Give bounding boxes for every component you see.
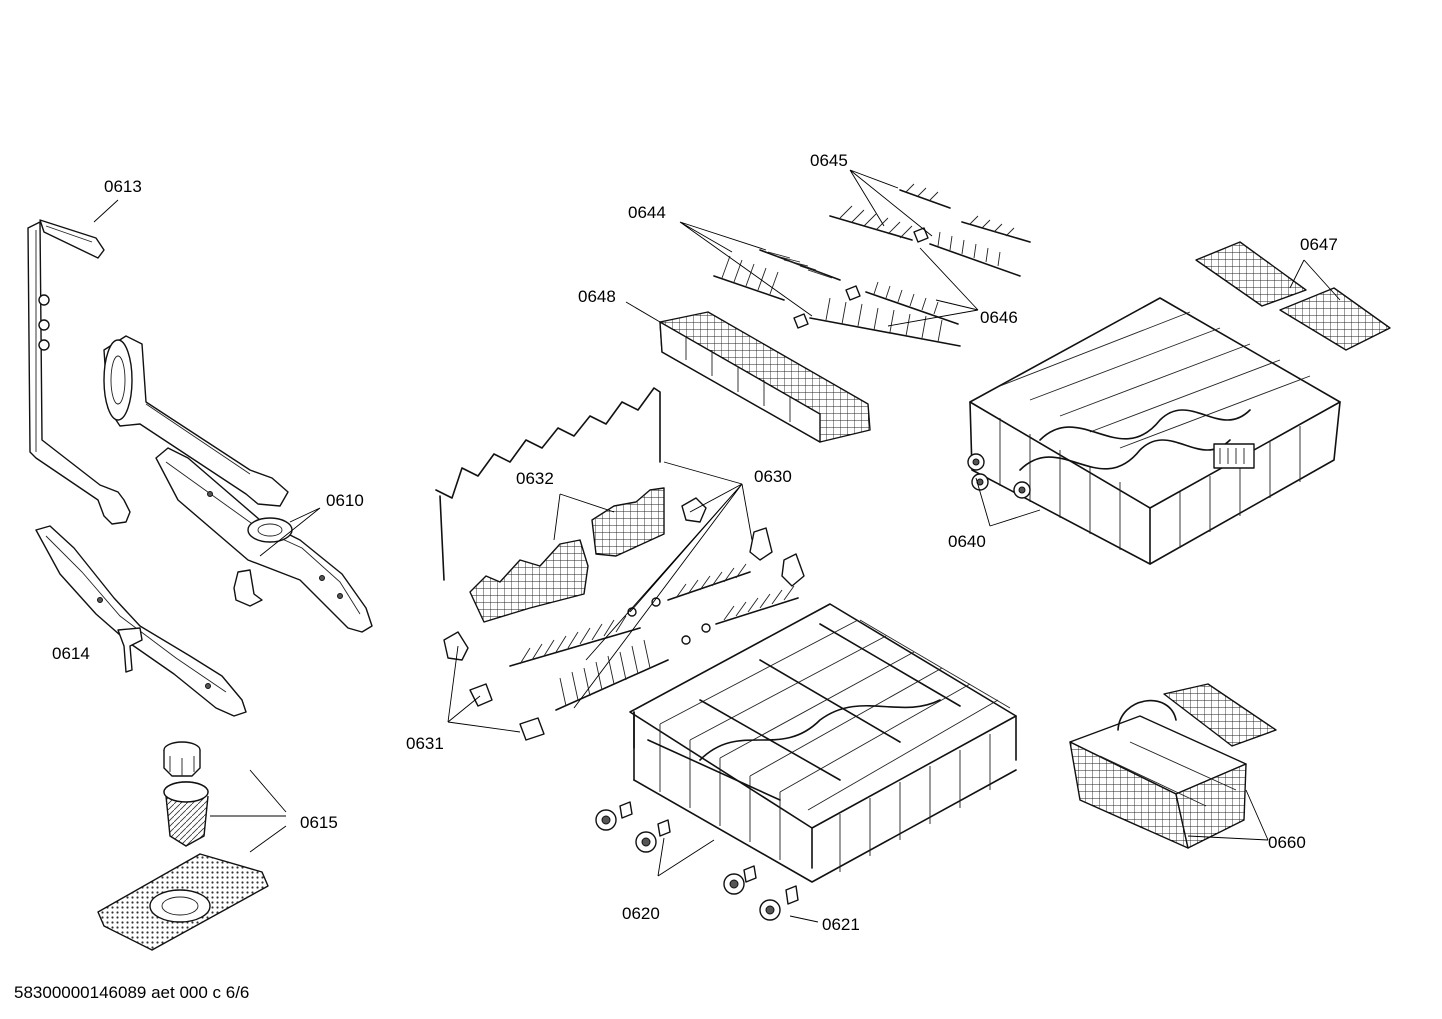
label-0640: 0640 [948, 532, 986, 551]
spray-arm-tube [103, 335, 289, 507]
cup-holder-0632 [469, 487, 665, 623]
label-0646: 0646 [980, 308, 1018, 327]
label-0613: 0613 [104, 177, 142, 196]
wheels-0620 [595, 801, 757, 895]
label-0644: 0644 [628, 203, 666, 222]
shelves-0647 [1195, 241, 1391, 351]
supply-tube-0613 [27, 219, 131, 525]
label-0632: 0632 [516, 469, 554, 488]
label-0620: 0620 [622, 904, 660, 923]
label-0631: 0631 [406, 734, 444, 753]
cutlery-tray-0648 [659, 311, 871, 443]
cutlery-basket-0660 [1069, 683, 1277, 849]
label-0660: 0660 [1268, 833, 1306, 852]
lower-rack-0620 [629, 603, 1017, 883]
leader-lines [93, 169, 1341, 923]
rack-rail-wire-0630 [435, 387, 661, 581]
upper-spray-arm-0610 [155, 447, 373, 633]
document-footer: 58300000146089 aet 000 c 6/6 [14, 983, 249, 1002]
filter-set-0615 [97, 741, 269, 951]
label-0615: 0615 [300, 813, 338, 832]
cup-tines-0646 [865, 227, 1021, 325]
cup-tines-0630 [509, 563, 799, 711]
cup-tines-0644 [713, 249, 961, 347]
lower-spray-arm-0614 [35, 525, 247, 717]
label-0645: 0645 [810, 151, 848, 170]
label-0621: 0621 [822, 915, 860, 934]
label-0630: 0630 [754, 467, 792, 486]
rack-stops-0631 [443, 631, 545, 741]
cup-tines-0645 [829, 183, 1031, 243]
label-0614: 0614 [52, 644, 90, 663]
label-0647: 0647 [1300, 235, 1338, 254]
label-0610: 0610 [326, 491, 364, 510]
label-0648: 0648 [578, 287, 616, 306]
upper-rack-0640 [967, 297, 1341, 565]
wheels-0621 [759, 885, 799, 921]
